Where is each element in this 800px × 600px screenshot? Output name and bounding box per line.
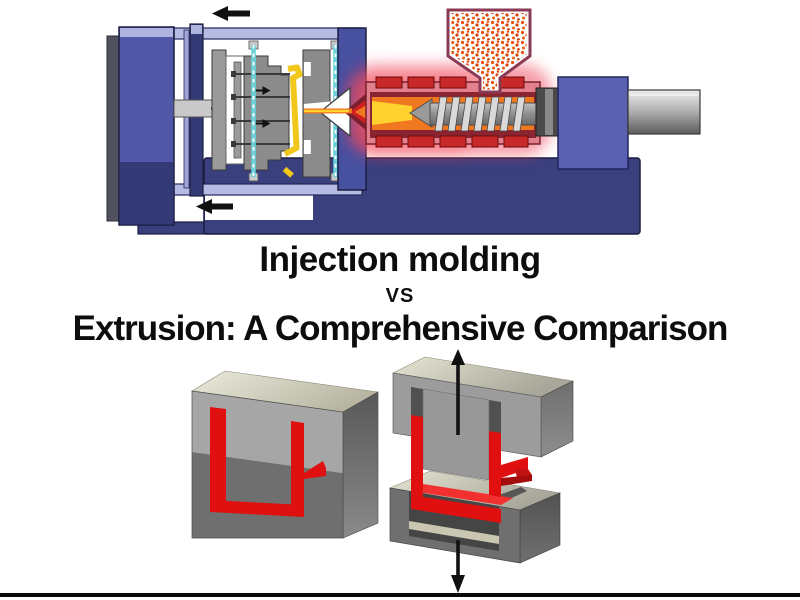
part-right-wall [489, 431, 501, 497]
mold-halves [211, 40, 341, 182]
molded-u-part [411, 415, 532, 523]
title-vs: VS [385, 285, 415, 307]
heater-bands [375, 76, 529, 148]
injection-molding-machine-diagram [106, 6, 701, 235]
part-gate-underside [501, 475, 532, 486]
heated-barrel [365, 76, 541, 148]
bottom-border-line [0, 593, 800, 597]
opening-arrows [451, 349, 465, 593]
molded-part-yellow [282, 64, 303, 178]
arrow-left-top-icon [212, 6, 250, 21]
arrow-down-icon [451, 540, 465, 593]
nozzle [304, 86, 368, 138]
u-channel-red [210, 407, 326, 517]
die-core [422, 388, 490, 481]
hopper [446, 8, 532, 94]
part-bottom-top-face [411, 484, 513, 505]
side-gate [304, 461, 326, 479]
part-left-wall [411, 415, 423, 497]
die-side-face [342, 391, 379, 539]
injection-unit-support [557, 76, 629, 170]
part-gate [501, 457, 528, 478]
open-mold-diagram [388, 349, 574, 593]
die-front-upper [192, 391, 343, 473]
plastic-pellets [451, 13, 527, 90]
clamping-unit [106, 23, 233, 226]
cooling-line-left [248, 40, 259, 182]
motion-arrows [196, 6, 250, 214]
title-line-injection: Injection molding [259, 240, 541, 279]
drive-unit [535, 76, 701, 170]
arrow-left-bottom-icon [196, 199, 233, 214]
part-bottom-front [411, 495, 501, 523]
arrow-up-icon [451, 349, 465, 435]
cavity-floor [409, 521, 499, 544]
title-block: Injection molding VS Extrusion: A Compre… [0, 237, 800, 349]
drive-cylinder [627, 89, 701, 135]
title-line-extrusion: Extrusion: A Comprehensive Comparison [72, 309, 729, 348]
closed-die-diagram [191, 370, 379, 539]
upper-die [392, 356, 574, 481]
